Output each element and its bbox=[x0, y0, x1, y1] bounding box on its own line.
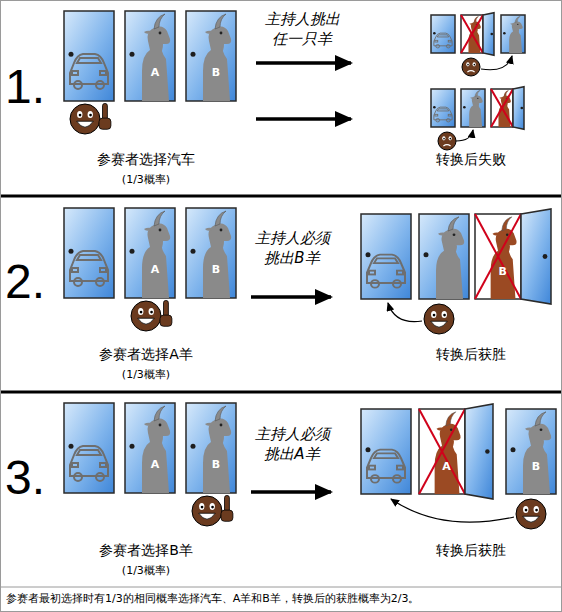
scenario-panel: 3. 主持人必须 挑出A羊参赛者选择B羊 (1/3概率) 转换后获胜 bbox=[1, 394, 561, 586]
probability-note: (1/3概率) bbox=[66, 368, 226, 381]
probability-note: (1/3概率) bbox=[66, 173, 226, 186]
goat-letter: B bbox=[532, 461, 540, 472]
contestant-choice: 参赛者选择汽车 bbox=[66, 151, 226, 168]
host-action: 主持人必须 挑出B羊 bbox=[253, 228, 331, 269]
goat-letter: B bbox=[212, 459, 220, 470]
contestant-choice: 参赛者选择B羊 bbox=[66, 542, 226, 559]
goat-letter: B bbox=[498, 266, 506, 277]
goat-letter: A bbox=[151, 67, 160, 78]
goat-letter: B bbox=[212, 264, 220, 275]
goat-letter: A bbox=[151, 459, 160, 470]
switch-result: 转换后失败 bbox=[401, 151, 541, 168]
host-action: 主持人挑出 任一只羊 bbox=[263, 9, 341, 50]
host-action: 主持人必须 挑出A羊 bbox=[253, 424, 331, 465]
probability-note: (1/3概率) bbox=[66, 564, 226, 577]
switch-result: 转换后获胜 bbox=[401, 542, 541, 559]
contestant-choice: 参赛者选择A羊 bbox=[66, 346, 226, 363]
panel-number: 3. bbox=[5, 454, 45, 502]
caption: 参赛者最初选择时有1/3的相同概率选择汽车、A羊和B羊，转换后的获胜概率为2/3… bbox=[6, 592, 419, 606]
switch-result: 转换后获胜 bbox=[401, 346, 541, 363]
goat-letter: A bbox=[442, 461, 451, 472]
panel-number: 1. bbox=[5, 63, 45, 111]
scenario-panel: 2. 主持人必须 挑出B羊参赛者选择A羊 (1/3概率) 转换后获胜 bbox=[1, 198, 561, 391]
goat-letter: B bbox=[212, 67, 220, 78]
goat-letter: A bbox=[151, 264, 160, 275]
scenario-panel: 1. 主持人挑出 任一只羊参赛者选择汽车 (1/3概率) 转换后失败 bbox=[1, 1, 561, 195]
panel-number: 2. bbox=[5, 258, 45, 306]
